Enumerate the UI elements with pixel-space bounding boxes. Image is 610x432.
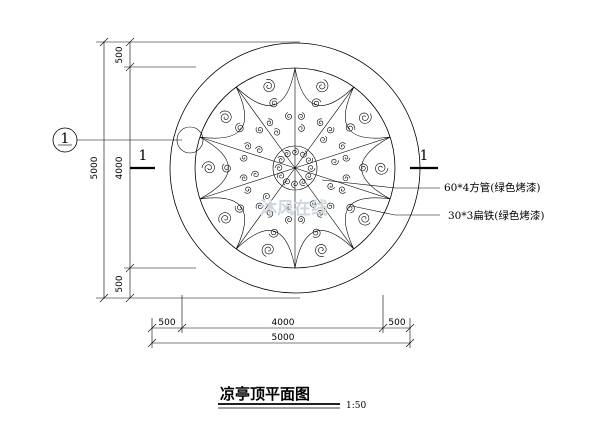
watermark: 沐风在线: [260, 198, 328, 219]
svg-text:5000: 5000: [272, 333, 295, 343]
svg-text:500: 500: [158, 318, 175, 328]
node-circle: [176, 126, 204, 154]
svg-text:500: 500: [115, 275, 125, 292]
drawing-title: 凉亭顶平面图 1:50: [218, 385, 366, 411]
left-dimension-chain: 500 4000 5000 500: [90, 37, 300, 303]
svg-text:500: 500: [115, 46, 125, 63]
svg-text:1: 1: [61, 131, 70, 147]
drawing-scale: 1:50: [346, 401, 366, 411]
svg-text:60*4方管(绿色烤漆): 60*4方管(绿色烤漆): [444, 181, 540, 194]
svg-text:500: 500: [388, 318, 405, 328]
axis-bubble: 1: [52, 127, 182, 153]
svg-text:凉亭顶平面图: 凉亭顶平面图: [220, 385, 310, 403]
section-mark-right: 1: [410, 148, 438, 170]
svg-text:30*3扁铁(绿色烤漆): 30*3扁铁(绿色烤漆): [448, 209, 544, 222]
annotation-tube: 60*4方管(绿色烤漆): [321, 179, 540, 194]
svg-text:4000: 4000: [115, 156, 125, 179]
bottom-dimension-chain: 500 4000 5000 500: [147, 295, 415, 348]
svg-text:4000: 4000: [272, 318, 295, 328]
annotation-flat-iron: 30*3扁铁(绿色烤漆): [351, 205, 544, 222]
scroll-ornament: [199, 67, 391, 269]
section-mark-left: 1: [130, 148, 155, 170]
svg-text:1: 1: [420, 148, 429, 164]
svg-text:5000: 5000: [90, 156, 100, 179]
svg-text:1: 1: [139, 148, 148, 164]
